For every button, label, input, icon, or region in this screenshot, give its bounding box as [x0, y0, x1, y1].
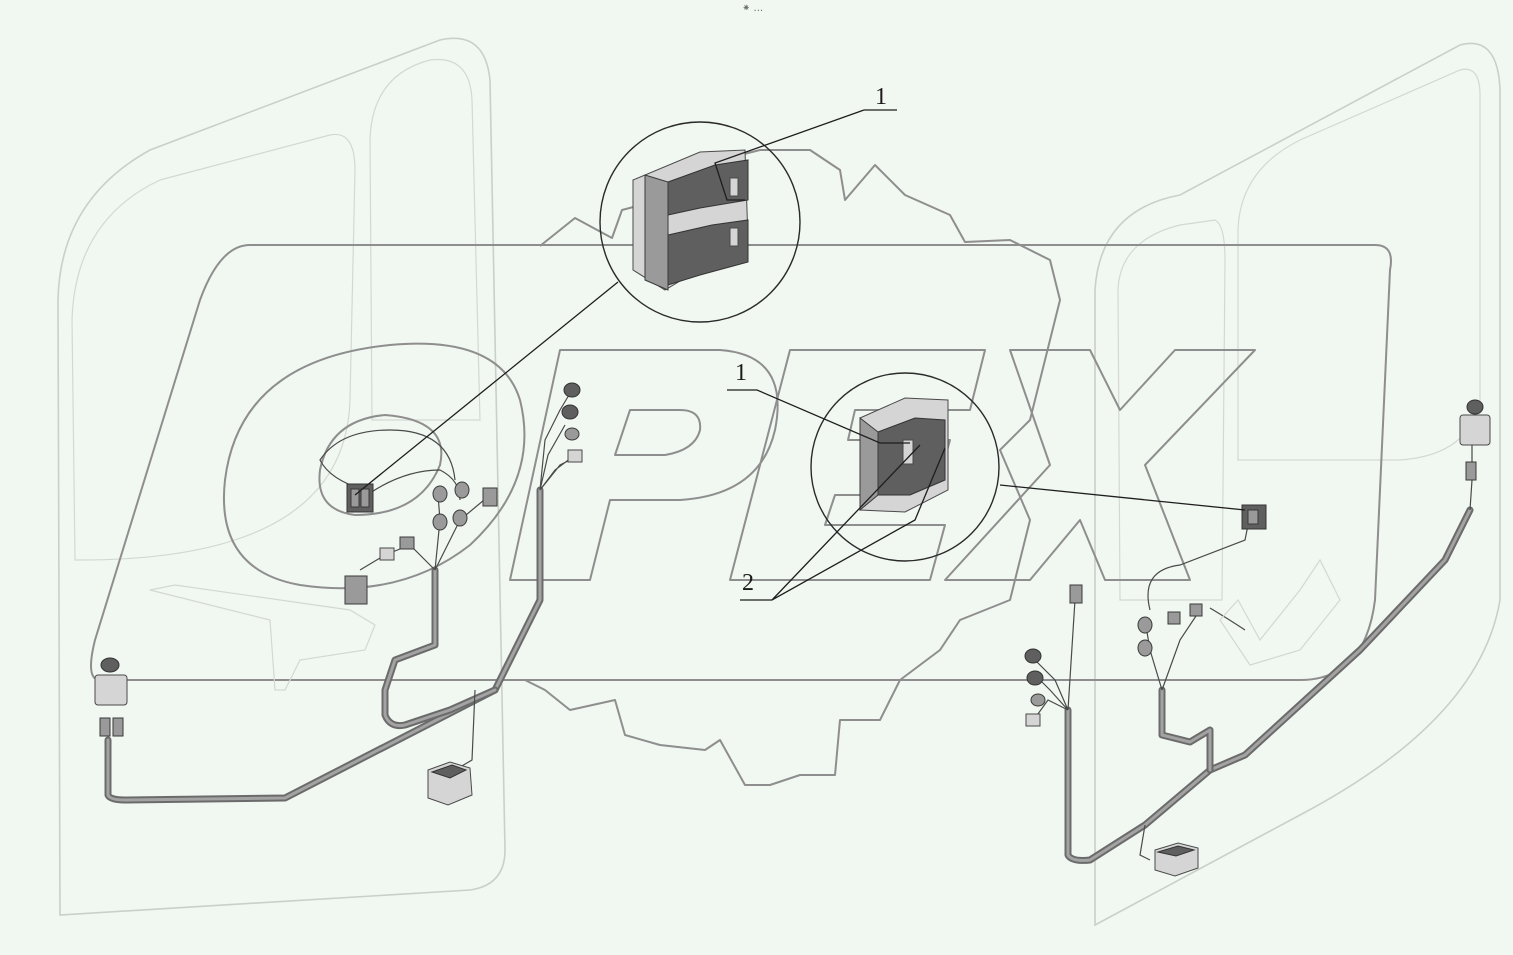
left-relay-unit [94, 657, 128, 737]
top-mark: ⁕ ... [742, 3, 764, 14]
watermark-letter-x [944, 349, 1256, 581]
left-door-outline [57, 37, 506, 916]
left-rocker-switch-block [346, 483, 374, 513]
right-lower-bracket [1219, 558, 1341, 666]
watermark-ring [90, 244, 1392, 681]
callout-2: 2 [742, 570, 754, 596]
right-rocker-switch [1241, 504, 1267, 530]
left-lower-bracket [149, 575, 376, 691]
watermark-letter-p [509, 349, 779, 581]
right-lamp-unit [1154, 842, 1199, 877]
detail-view-double-switch [599, 121, 801, 323]
right-harness-assembly [1024, 399, 1491, 877]
detail-view-single-switch [810, 372, 1000, 562]
right-relay-unit [1459, 399, 1491, 481]
callout-1-top: 1 [875, 84, 887, 110]
left-plug-connectors [379, 382, 583, 561]
right-plug-connectors [1024, 584, 1203, 727]
watermark-letter-o [223, 342, 526, 590]
callout-1-middle: 1 [735, 360, 747, 386]
left-lamp-unit [427, 761, 473, 806]
right-door-outline [1094, 42, 1501, 927]
left-harness-assembly [94, 382, 583, 806]
leader-lines [354, 109, 1246, 601]
